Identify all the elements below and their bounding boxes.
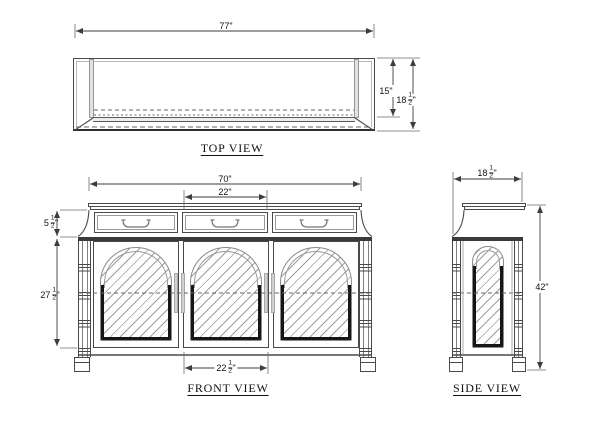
dim-value: 77 <box>219 21 230 31</box>
dim-value: 18 <box>396 95 407 105</box>
top-view-right-edge-band <box>354 59 359 118</box>
bamboo-ring <box>359 348 372 356</box>
dim-value: 15 <box>379 86 390 96</box>
front-left-foot <box>74 357 90 372</box>
dim-value: 70 <box>218 174 229 184</box>
dim-top-depth-inner: 15" <box>377 85 395 97</box>
dim-value: 18 <box>477 168 488 178</box>
dim-unit: " <box>389 86 393 96</box>
dim-unit: " <box>232 363 236 373</box>
dim-unit: " <box>545 282 549 292</box>
drawer-inner-panel <box>275 215 354 230</box>
side-top-molding-lower <box>464 206 525 210</box>
dim-unit: " <box>54 218 59 228</box>
bamboo-ring <box>359 292 372 300</box>
front-mirror-center <box>190 247 262 341</box>
front-drawer-left <box>94 212 178 233</box>
dim-unit: " <box>56 290 60 300</box>
door-handle-bar <box>174 273 178 313</box>
mirror-dark-frame <box>281 285 351 340</box>
front-mirror-left <box>100 247 172 341</box>
dim-value: 27 <box>40 290 51 300</box>
drawer-inner-panel <box>97 215 175 230</box>
mirror-arch-inner-line <box>104 251 168 288</box>
bamboo-ring <box>452 348 461 356</box>
bamboo-ring <box>514 348 523 356</box>
mirror-arch-inner-line <box>476 250 500 269</box>
top-view-outline <box>73 58 375 131</box>
bamboo-ring <box>452 320 461 328</box>
dim-side-height: 42" <box>533 281 551 293</box>
bamboo-ring <box>78 264 91 272</box>
drawer-inner-panel <box>185 215 265 230</box>
dim-value: 22 <box>216 363 227 373</box>
front-top-molding-lower <box>90 206 360 210</box>
front-right-foot <box>360 357 376 372</box>
bamboo-ring <box>78 320 91 328</box>
bamboo-ring <box>452 292 461 300</box>
side-view-title: SIDE VIEW <box>453 381 521 395</box>
dim-unit: " <box>228 174 232 184</box>
side-body-top-rail <box>452 237 523 241</box>
bamboo-ring <box>359 320 372 328</box>
bamboo-ring <box>514 292 523 300</box>
dim-value: 42 <box>535 282 546 292</box>
dim-top-width: 77" <box>219 20 232 32</box>
door-handle-bar <box>181 273 185 313</box>
bamboo-ring <box>452 264 461 272</box>
side-front-foot <box>449 357 463 372</box>
top-view-left-edge-band <box>89 59 94 118</box>
dim-front-width: 70" <box>218 173 231 185</box>
side-mirror-panel <box>472 246 504 348</box>
bamboo-ring <box>78 292 91 300</box>
front-drawer-right <box>272 212 357 233</box>
bamboo-ring <box>514 320 523 328</box>
bamboo-ring <box>514 264 523 272</box>
mirror-dark-frame <box>473 266 503 347</box>
dim-value: 5 <box>43 218 49 228</box>
front-mirror-right <box>280 247 352 341</box>
mirror-dark-frame <box>191 285 261 340</box>
dim-value: 22 <box>218 187 229 197</box>
bamboo-ring <box>359 264 372 272</box>
bamboo-ring <box>78 348 91 356</box>
dim-unit: " <box>412 95 416 105</box>
top-view-front-edge <box>93 117 355 122</box>
front-body-top-rail <box>78 237 372 241</box>
mirror-arch-inner-line <box>194 251 258 288</box>
drawer-pull-icon <box>121 219 151 228</box>
side-back-foot <box>512 357 526 372</box>
top-view-title: TOP VIEW <box>200 141 264 155</box>
dim-unit: " <box>228 187 232 197</box>
door-handle-bar <box>264 273 268 313</box>
drawer-pull-icon <box>299 219 329 228</box>
dim-unit: " <box>229 21 233 31</box>
dim-front-center-drawer-width: 22" <box>218 186 231 198</box>
front-view-title: FRONT VIEW <box>187 381 269 395</box>
mirror-arch-inner-line <box>284 251 348 288</box>
door-handle-bar <box>271 273 275 313</box>
front-drawer-center <box>182 212 268 233</box>
dim-unit: " <box>493 168 497 178</box>
drawer-pull-icon <box>210 219 240 228</box>
top-view-inner-rim <box>76 61 372 127</box>
mirror-dark-frame <box>101 285 171 340</box>
